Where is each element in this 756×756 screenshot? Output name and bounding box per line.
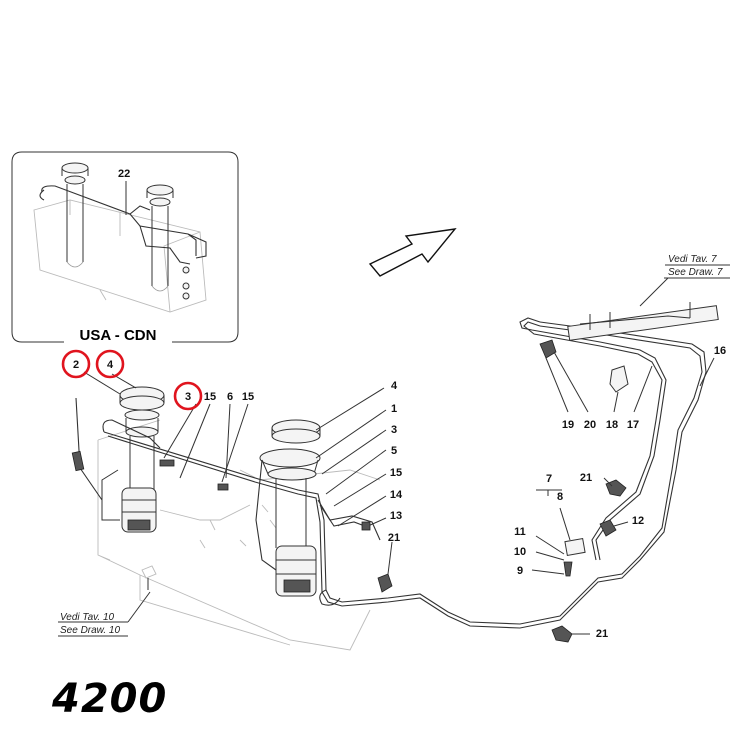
callout-21-bottom: 21	[596, 628, 608, 640]
right-fuel-pump	[255, 419, 321, 597]
clip-19-20	[539, 339, 589, 413]
svg-text:See Draw. 7: See Draw. 7	[668, 267, 723, 278]
callout-10: 10	[514, 546, 526, 558]
inset-frame	[11, 151, 239, 343]
callout-8: 8	[557, 491, 563, 503]
callout-14: 14	[390, 489, 403, 501]
callout-15-b: 15	[242, 391, 254, 403]
main-tank-outline	[97, 419, 381, 651]
callout-1: 1	[391, 403, 397, 415]
arrow-right-up-icon	[368, 228, 457, 277]
inset-harness	[41, 185, 207, 265]
inset-panel: 22 USA - CDN	[11, 151, 239, 346]
callout-2: 2	[73, 359, 79, 371]
leader-17	[633, 365, 653, 413]
callout-3-left: 3	[185, 391, 191, 403]
tank-flange	[141, 565, 157, 590]
callout-21-mid: 21	[388, 532, 400, 544]
callout-15-a: 15	[204, 391, 216, 403]
inset-title: USA - CDN	[80, 327, 157, 344]
callout-16: 16	[714, 345, 726, 357]
clip-18	[609, 365, 629, 413]
right-pump-flange	[259, 448, 321, 468]
ref-lower-left: Vedi Tav. 10 See Draw. 10	[58, 591, 151, 637]
svg-text:Vedi Tav. 10: Vedi Tav. 10	[60, 612, 115, 623]
callout-18: 18	[606, 419, 618, 431]
left-fuel-pump	[71, 386, 165, 533]
callout-4-right: 4	[391, 380, 398, 392]
left-pump-seal	[124, 409, 160, 421]
clip-21-upper	[603, 477, 627, 497]
ref-upper-right: Vedi Tav. 7 See Draw. 7	[639, 254, 730, 307]
callout-19: 19	[562, 419, 574, 431]
inset-pump-right	[146, 184, 174, 292]
inset-pump-left	[61, 162, 89, 268]
clip-21-mid	[377, 541, 393, 593]
callout-21-upper: 21	[580, 472, 592, 484]
svg-text:Vedi Tav. 7: Vedi Tav. 7	[668, 254, 717, 265]
callout-20: 20	[584, 419, 596, 431]
filter-assembly	[531, 489, 586, 577]
callout-13: 13	[390, 510, 402, 522]
inset-callout: 22	[118, 168, 130, 180]
clip-21-bottom	[551, 625, 590, 643]
leaders-right	[315, 387, 387, 527]
callout-7: 7	[546, 473, 552, 485]
callout-5: 5	[391, 445, 397, 457]
fuel-pipe-run	[103, 317, 707, 629]
clip-12	[599, 519, 629, 537]
callout-3-right: 3	[391, 424, 397, 436]
upper-connector	[567, 302, 719, 341]
callout-6: 6	[227, 391, 233, 403]
svg-text:See Draw. 10: See Draw. 10	[60, 625, 120, 636]
callout-4-left: 4	[107, 359, 114, 371]
model-badge: 4200	[51, 676, 167, 722]
callout-15-c: 15	[390, 467, 402, 479]
callout-12: 12	[632, 515, 644, 527]
callout-17: 17	[627, 419, 639, 431]
highlight-circle-2	[61, 349, 91, 379]
callout-9: 9	[517, 565, 523, 577]
inset-tank	[33, 199, 207, 313]
highlight-circle-4	[95, 349, 125, 379]
callout-11: 11	[514, 526, 526, 538]
leader-16	[699, 357, 715, 387]
highlight-circle-3	[173, 381, 203, 411]
